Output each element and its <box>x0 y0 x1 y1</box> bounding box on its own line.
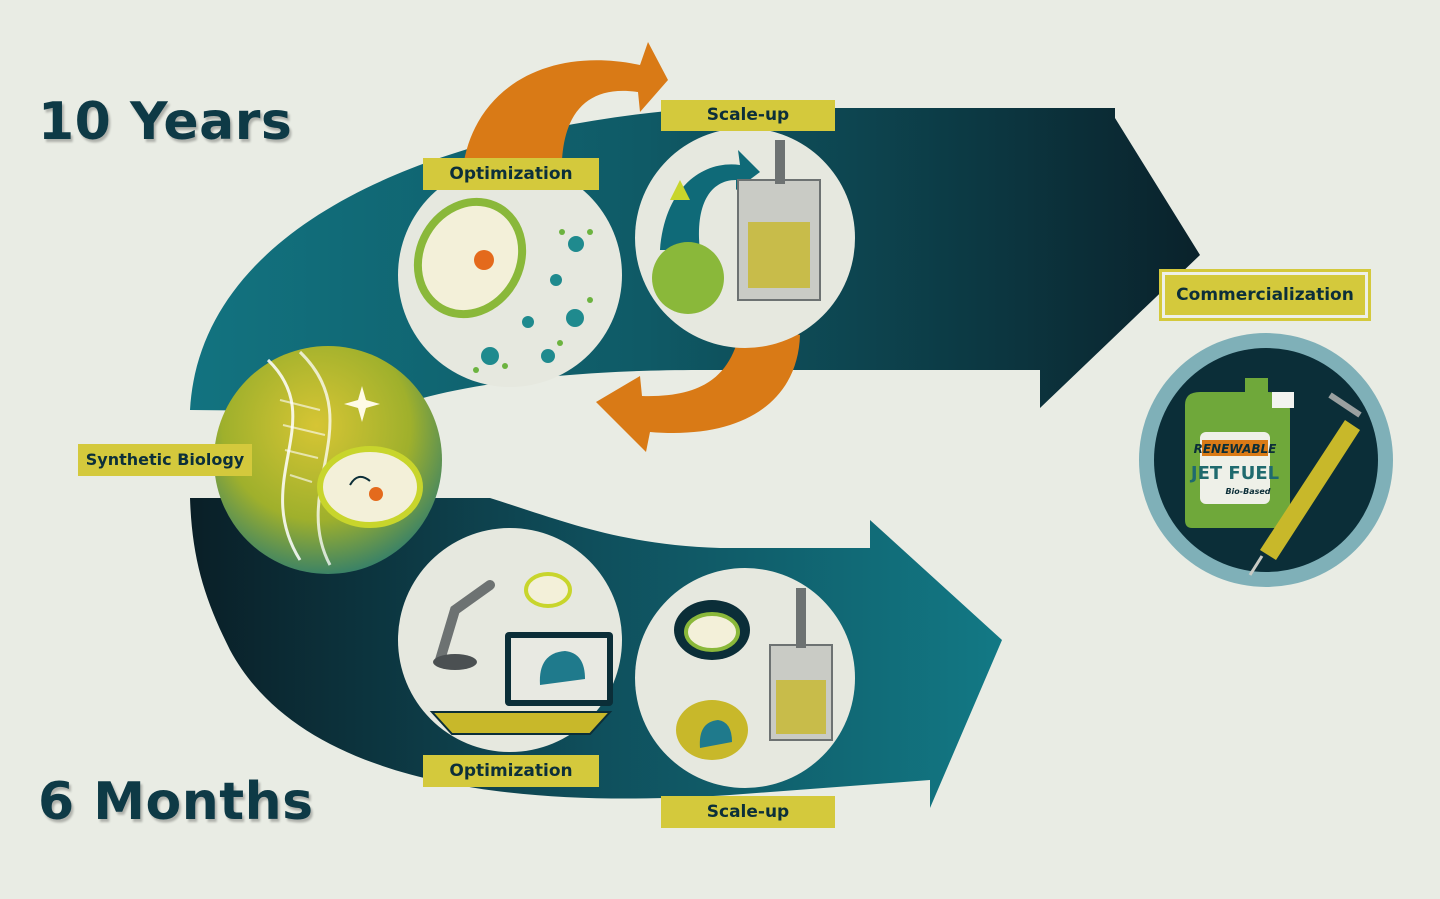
product-jet-fuel-text: JET FUEL <box>1189 463 1279 484</box>
synthetic-biology-illustration <box>214 346 442 574</box>
stage-label-scaleup-top: Scale-up <box>661 100 835 131</box>
optimization-top-illustration <box>398 163 622 387</box>
scaleup-top-illustration <box>635 128 855 348</box>
orange-loop-arrow-top <box>462 42 668 175</box>
stage-label-optimization-bottom: Optimization <box>423 755 599 787</box>
jet-fuel-product-illustration <box>1139 333 1393 587</box>
scaleup-bottom-illustration <box>635 568 855 788</box>
stage-label-synthetic-biology: Synthetic Biology <box>78 444 252 476</box>
optimization-bottom-illustration <box>398 528 622 752</box>
sparkle-icon <box>344 386 380 422</box>
timeline-title-6-months: 6 Months <box>38 772 314 832</box>
product-renewable-text: RENEWABLE <box>1194 442 1278 456</box>
stage-label-scaleup-bottom: Scale-up <box>661 796 835 828</box>
stage-label-commercialization: Commercialization <box>1159 269 1371 321</box>
product-bio-based-text: Bio-Based <box>1225 487 1270 496</box>
orange-loop-arrow-bottom <box>596 320 800 452</box>
timeline-title-10-years: 10 Years <box>38 92 293 152</box>
stage-label-optimization-top: Optimization <box>423 158 599 190</box>
